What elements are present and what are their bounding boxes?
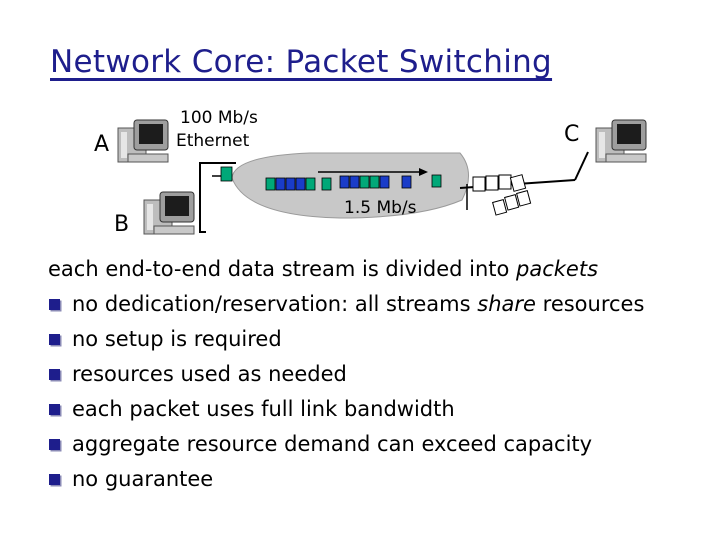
- host-a-computer-icon: [117, 119, 169, 163]
- bullet-item: no setup is required: [48, 322, 644, 357]
- packet-outline: [472, 176, 486, 192]
- bullet-item: resources used as needed: [48, 357, 644, 392]
- packet: [349, 175, 360, 189]
- bullet-icon: [48, 368, 62, 382]
- packet: [265, 177, 276, 191]
- bullet-icon: [48, 473, 62, 487]
- link-b: [199, 180, 206, 233]
- host-b-computer-icon: [143, 191, 195, 235]
- packet: [401, 175, 412, 189]
- ethernet-rate-label: 100 Mb/s: [180, 108, 258, 128]
- core-link-rate-label: 1.5 Mb/s: [344, 198, 417, 218]
- packet-queue: [220, 166, 532, 216]
- packet-outline: [504, 194, 520, 211]
- packet-outline: [498, 174, 512, 190]
- host-c-computer-icon: [595, 119, 647, 163]
- packet: [379, 175, 390, 189]
- packet: [339, 175, 350, 189]
- bullet-icon: [48, 333, 62, 347]
- link-a: [199, 162, 236, 180]
- packet: [321, 177, 332, 191]
- host-a-label: A: [94, 132, 110, 157]
- packet: [220, 166, 233, 182]
- packet-outline: [516, 190, 532, 207]
- host-c-label: C: [564, 122, 580, 147]
- bullet-item: no guarantee: [48, 462, 644, 497]
- host-b-label: B: [114, 212, 130, 237]
- packet: [285, 177, 296, 191]
- packet: [369, 175, 380, 189]
- slide-title: Network Core: Packet Switching: [50, 44, 553, 80]
- packet-outline: [485, 175, 499, 191]
- packet: [431, 174, 442, 188]
- packet-outline: [509, 174, 527, 192]
- bullet-icon: [48, 403, 62, 417]
- bullet-item: each packet uses full link bandwidth: [48, 392, 644, 427]
- bullet-item: aggregate resource demand can exceed cap…: [48, 427, 644, 462]
- bullet-icon: [48, 298, 62, 312]
- bullet-item: no dedication/reservation: all streams s…: [48, 287, 644, 322]
- direction-arrowhead: [419, 168, 428, 176]
- bullet-icon: [48, 438, 62, 452]
- packet-switching-diagram: [117, 119, 647, 235]
- bullet-list: no dedication/reservation: all streams s…: [48, 287, 644, 497]
- intro-line: each end-to-end data stream is divided i…: [48, 257, 599, 281]
- packet-outline: [492, 199, 508, 216]
- packet: [359, 175, 370, 189]
- packet: [295, 177, 306, 191]
- link-c-up: [574, 151, 589, 181]
- ethernet-label: Ethernet: [176, 131, 250, 151]
- packet: [305, 177, 316, 191]
- packet: [275, 177, 286, 191]
- slide-body: each end-to-end data stream is divided i…: [48, 252, 644, 497]
